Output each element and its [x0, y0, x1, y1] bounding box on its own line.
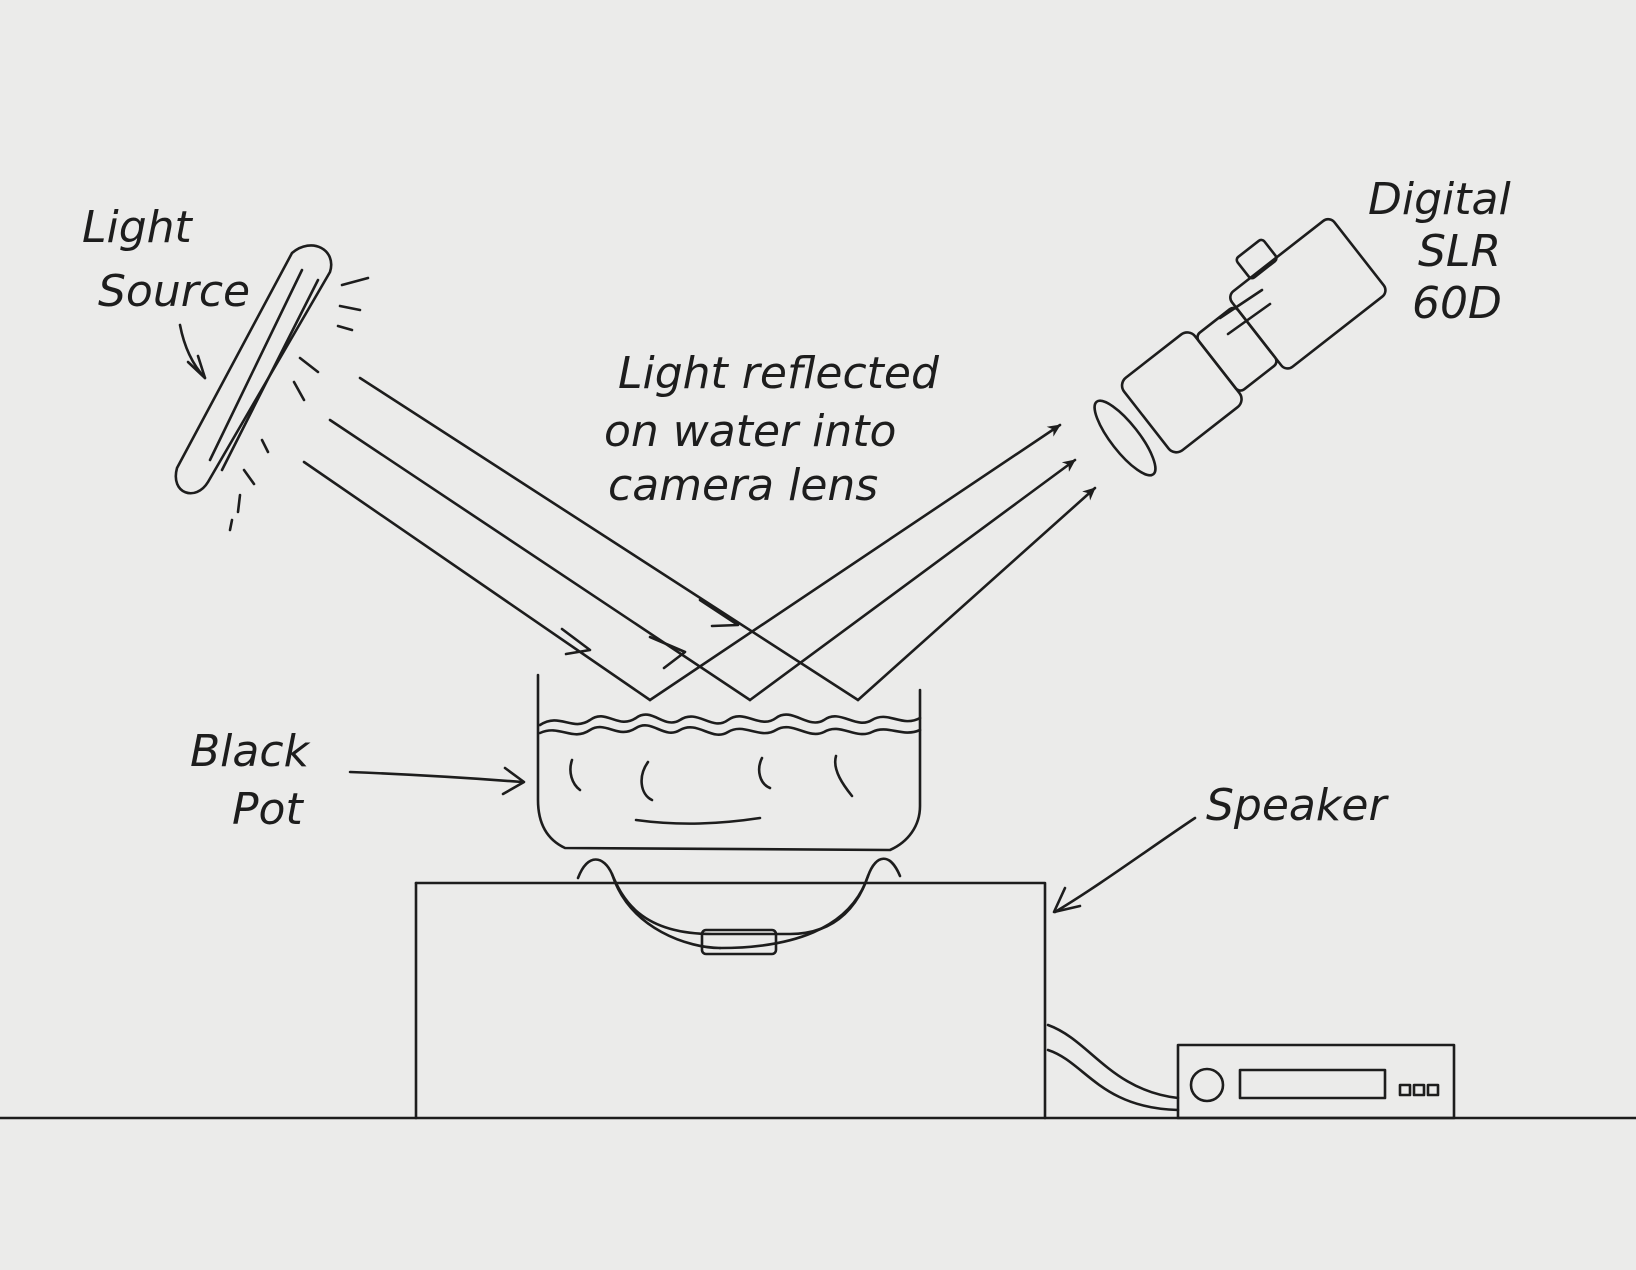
pot-label-1: Black — [190, 726, 310, 777]
camera-icon — [1093, 217, 1387, 477]
speaker-box — [414, 881, 1047, 1120]
speaker-label: Speaker — [1206, 780, 1387, 831]
light-source-icon — [174, 244, 370, 532]
speaker-cone-icon — [576, 857, 902, 956]
camera-label-1: Digital — [1368, 174, 1511, 225]
incident-ray-3 — [358, 376, 860, 702]
amplifier-icon — [1176, 1043, 1456, 1120]
camera-label-3: 60D — [1412, 278, 1502, 329]
reflected-ray-2 — [748, 458, 1077, 702]
reflected-ray-1 — [648, 423, 1062, 702]
incident-ray-2 — [328, 418, 752, 702]
black-pot-icon — [536, 673, 922, 852]
pot-pointer — [348, 770, 524, 784]
incident-ray-1 — [302, 460, 652, 702]
camera-label-2: SLR — [1418, 226, 1502, 277]
reflected-ray-3 — [856, 486, 1097, 702]
pot-label-2: Pot — [232, 784, 303, 835]
light-source-label-2: Source — [98, 266, 251, 317]
reflection-label-1: Light reflected — [618, 348, 939, 399]
speaker-pointer — [1053, 816, 1197, 914]
reflection-label-3: camera lens — [608, 460, 879, 511]
reflection-label-2: on water into — [604, 406, 897, 457]
speaker-cable — [1046, 1023, 1180, 1100]
light-source-label-1: Light — [82, 202, 192, 253]
